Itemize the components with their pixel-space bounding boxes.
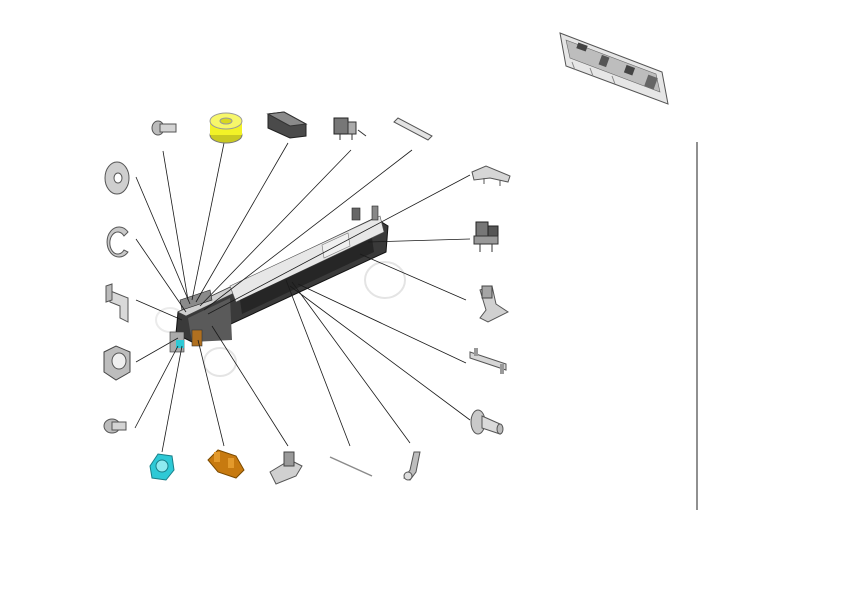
shaft-part[interactable] <box>393 117 433 141</box>
photo-sensor-part[interactable] <box>473 221 499 252</box>
lever-icon <box>403 451 421 481</box>
shaft-icon <box>393 117 433 141</box>
plate-spring-part[interactable] <box>471 165 511 186</box>
bracket-icon <box>479 285 509 323</box>
screw-icon <box>151 120 177 136</box>
bracket-icon <box>105 283 129 323</box>
small-bracket-part[interactable] <box>105 283 129 323</box>
bushing-icon <box>103 345 131 381</box>
pin-icon <box>470 409 504 435</box>
washer-part[interactable] <box>104 161 130 195</box>
orange-holder-part[interactable] <box>207 449 245 479</box>
yellow-pulley-part[interactable] <box>209 112 243 144</box>
main-frame <box>155 205 406 377</box>
angle-bracket-part[interactable] <box>479 285 509 323</box>
screw-icon <box>103 418 127 434</box>
lever-part[interactable] <box>403 451 421 481</box>
sensor-icon <box>473 221 499 252</box>
gear-icon <box>149 453 175 481</box>
e-ring-icon <box>106 226 129 258</box>
rod-part[interactable] <box>329 456 373 477</box>
shoulder-screw-part[interactable] <box>151 120 177 136</box>
pin-part[interactable] <box>470 409 504 435</box>
leader-lines <box>134 142 471 453</box>
assembly-thumbnail <box>559 32 669 105</box>
cover-plate-part[interactable] <box>266 111 308 139</box>
bracket-icon <box>269 451 303 485</box>
e-ring-part[interactable] <box>106 226 129 258</box>
washer-icon <box>104 161 130 195</box>
cyan-gear-part[interactable] <box>149 453 175 481</box>
bracket-icon <box>469 348 507 374</box>
screw-part[interactable] <box>103 418 127 434</box>
bushing-part[interactable] <box>103 345 131 381</box>
sensor-bracket-part[interactable] <box>269 451 303 485</box>
sensor-part[interactable] <box>333 117 367 140</box>
sensor-icon <box>333 117 367 140</box>
rod-icon <box>329 456 373 477</box>
cover-icon <box>266 111 308 139</box>
spring-icon <box>471 165 511 186</box>
long-bracket-part[interactable] <box>469 348 507 374</box>
holder-icon <box>207 449 245 479</box>
pulley-icon <box>209 112 243 144</box>
